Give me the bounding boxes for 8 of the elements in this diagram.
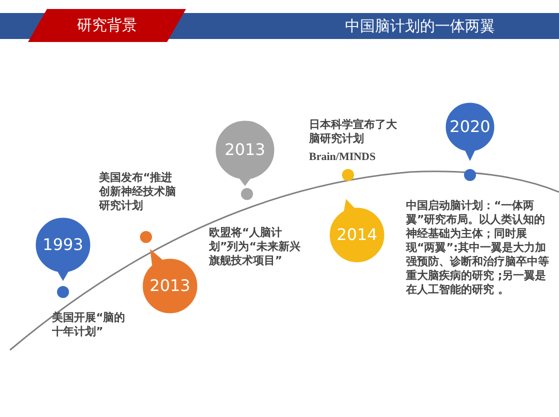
project-name: Brain/MINDS [309,150,377,164]
event-description: 中国启动脑计划：“一体两翼”研究布局。以人类认知的神经基础为主体；同时展现“两翼”:其中一翼是大力加强预防、诊断和治疗脑卒中等重大脑疾病的研究 ;另一翼是在人工智能的研究 。 [406,199,549,297]
event-description: 日本科学宣布了大脑研究计划 [309,118,398,146]
event-description: 美国开展“脑的十年计划” [52,311,126,339]
event-description: 欧盟将“人脑计划”列为“未来新兴旗舰技术项目” [209,226,302,268]
event-description: 美国发布“推进创新神经技术脑研究计划 [99,171,177,213]
title: 中国脑计划的一体两翼 [344,16,496,37]
section-tab: 研究背景 [28,9,186,42]
